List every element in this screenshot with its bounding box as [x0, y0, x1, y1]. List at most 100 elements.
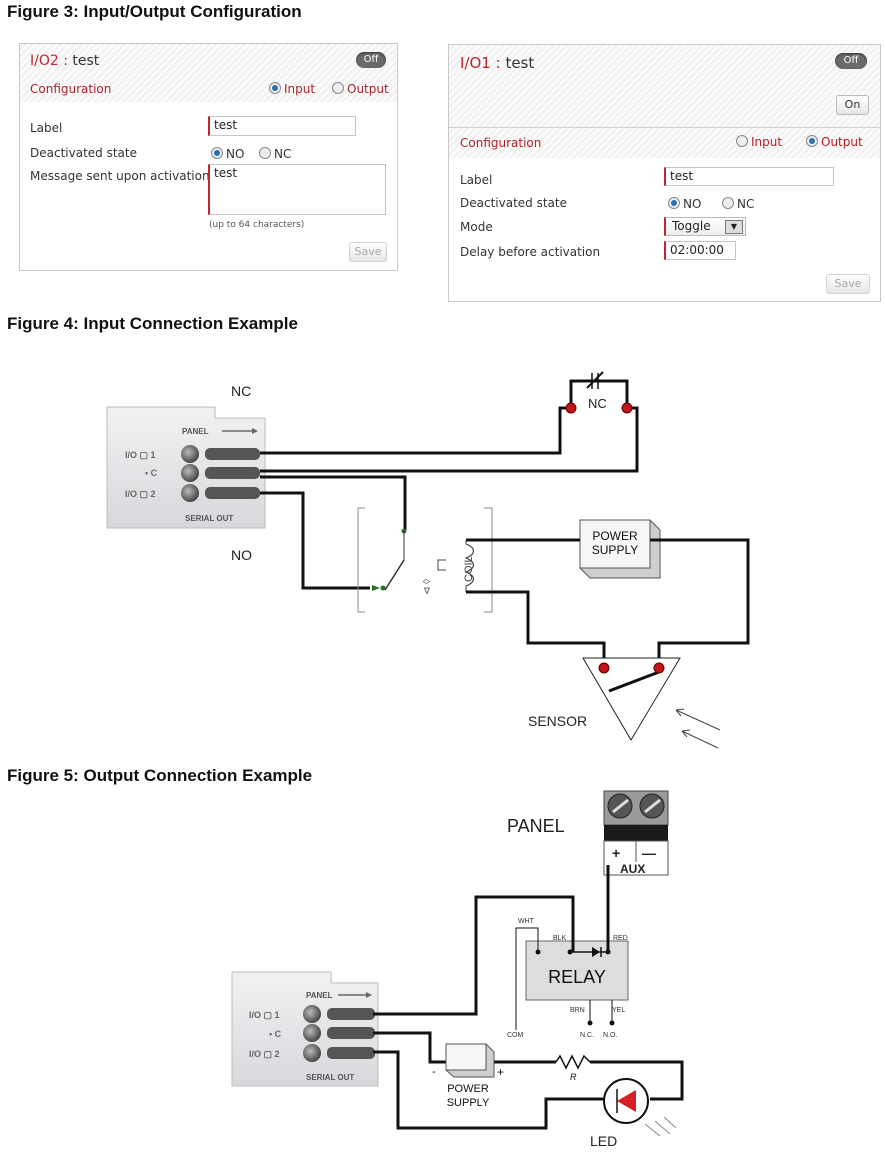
coil-label: COIL: [463, 556, 475, 582]
io1-section: Configuration: [460, 136, 542, 150]
panel-title: PANEL: [507, 816, 565, 836]
device-c-label: • C: [269, 1029, 282, 1039]
io2-hint: (up to 64 characters): [209, 220, 305, 230]
output-connection-diagram: PANEL + — AUX RELAY WHT BLK RED BRN YEL …: [231, 790, 684, 1149]
power-label-1: POWER: [447, 1083, 489, 1095]
io1-radio-output-label: Output: [821, 135, 863, 149]
terminal-screw-icon: [181, 464, 199, 482]
resistor-label: R: [570, 1072, 577, 1082]
aux-plus: +: [612, 845, 620, 861]
svg-text:⊲ ◊: ⊲ ◊: [422, 579, 433, 595]
io2-message-label: Message sent upon activation: [30, 169, 210, 183]
io2-no-label: NO: [226, 147, 245, 161]
io1-delay-label: Delay before activation: [460, 245, 601, 259]
io1-mode-select[interactable]: Toggle ▼: [664, 217, 746, 236]
relay-blk: BLK: [553, 935, 567, 942]
panel-device: PANEL I/O ▢ 1 • C I/O ▢ 2 SERIAL OUT: [231, 971, 379, 1087]
radio-selected-icon: [269, 82, 281, 94]
figure-4-title: Figure 4: Input Connection Example: [7, 314, 298, 333]
terminal-dot-icon: [565, 402, 577, 414]
terminal-screw-icon: [303, 1024, 321, 1042]
radio-empty-icon: [332, 82, 344, 94]
input-connection-diagram: PANEL I/O ▢ 1 • C I/O ▢ 2 SERIAL OUT NC …: [106, 371, 750, 749]
io2-radio-output[interactable]: Output: [332, 82, 389, 96]
io1-radio-no[interactable]: NO: [668, 197, 701, 211]
io2-save-button[interactable]: Save: [349, 242, 387, 262]
device-c-label: • C: [145, 468, 158, 478]
nc-wiring: [260, 379, 639, 473]
io2-value: test: [72, 53, 100, 69]
io1-mode-label: Mode: [460, 220, 493, 234]
relay-leads: [515, 927, 613, 1030]
power-label-2: SUPPLY: [592, 543, 638, 557]
io2-radio-input[interactable]: Input: [269, 82, 315, 96]
device-io2-label: I/O ▢ 2: [249, 1049, 280, 1059]
relay-module: RELAY WHT BLK RED BRN YEL COM N.C. N.O.: [507, 918, 629, 1039]
device-io1-label: I/O ▢ 1: [249, 1010, 280, 1020]
io1-radio-output[interactable]: Output: [806, 135, 863, 149]
relay-red: RED: [613, 935, 628, 942]
panel-device: PANEL I/O ▢ 1 • C I/O ▢ 2 SERIAL OUT: [106, 406, 266, 529]
coil-icon: [464, 543, 475, 587]
figure-5-title: Figure 5: Output Connection Example: [7, 766, 313, 785]
led-label: LED: [590, 1133, 617, 1149]
io2-label-input[interactable]: test: [208, 116, 356, 136]
io2-toggle[interactable]: Off: [356, 52, 386, 68]
io2-deact-label: Deactivated state: [30, 146, 137, 160]
radio-empty-icon: [736, 135, 748, 147]
io2-message-textarea[interactable]: test: [208, 164, 386, 215]
io1-delay-input[interactable]: 02:00:00: [664, 241, 736, 260]
relay-wht: WHT: [518, 918, 535, 925]
no-wiring: [260, 475, 407, 590]
io2-panel: I/O2 : test Off Configuration Input Outp…: [19, 43, 398, 271]
radio-empty-icon: [259, 147, 271, 159]
io1-divider: [449, 127, 880, 128]
power-label-1: POWER: [592, 529, 638, 543]
relay-brn: BRN: [570, 1007, 585, 1014]
aux-minus: —: [642, 845, 656, 861]
power-supply: POWER SUPPLY: [579, 519, 661, 579]
relay-no: N.O.: [603, 1032, 617, 1039]
terminal-dot-icon: [621, 402, 633, 414]
io1-panel: I/O1 : test Off On Configuration Input O…: [448, 44, 881, 302]
nc-switch-contact: [586, 371, 604, 389]
sensor-wiring: [466, 538, 750, 666]
io1-label-input[interactable]: test: [664, 167, 834, 186]
io1-radio-input-label: Input: [751, 135, 783, 149]
io1-no-label: NO: [683, 197, 702, 211]
relay-arm: [384, 559, 405, 591]
terminal-screw-icon: [303, 1005, 321, 1023]
sensor-label: SENSOR: [528, 713, 587, 729]
io1-radio-input[interactable]: Input: [736, 135, 782, 149]
io2-label-label: Label: [30, 121, 63, 135]
io1-name: I/O1 :: [460, 54, 501, 72]
radio-selected-icon: [211, 147, 223, 159]
io1-title: I/O1 : test: [460, 54, 534, 72]
io2-radio-nc[interactable]: NC: [259, 147, 291, 161]
relay-bracket: [357, 507, 365, 613]
motion-arrows-icon: [675, 708, 721, 749]
terminal-screw-icon: [181, 484, 199, 502]
io2-nc-label: NC: [274, 147, 292, 161]
nc-switch-label: NC: [588, 396, 607, 411]
relay-nc: N.C.: [580, 1032, 594, 1039]
ps-plus: +: [497, 1065, 504, 1079]
terminal-screw-icon: [181, 445, 199, 463]
io1-label-label: Label: [460, 173, 493, 187]
aux-terminal-block: + — AUX: [603, 790, 669, 876]
radio-empty-icon: [722, 197, 734, 209]
device-serial-out-label: SERIAL OUT: [185, 514, 233, 523]
relay-com: COM: [507, 1032, 524, 1039]
io1-on-button[interactable]: On: [836, 95, 869, 115]
io2-radio-no[interactable]: NO: [211, 147, 244, 161]
device-panel-label: PANEL: [306, 991, 333, 1000]
figure-3-title: Figure 3: Input/Output Configuration: [7, 2, 302, 21]
output-wiring: [373, 865, 684, 1130]
io2-radio-output-label: Output: [347, 82, 389, 96]
diode-icon: [592, 947, 600, 957]
io1-save-button[interactable]: Save: [826, 274, 870, 294]
ps-minus: -: [432, 1066, 436, 1078]
io1-radio-nc[interactable]: NC: [722, 197, 754, 211]
io1-deact-label: Deactivated state: [460, 196, 567, 210]
io1-toggle[interactable]: Off: [835, 53, 867, 69]
